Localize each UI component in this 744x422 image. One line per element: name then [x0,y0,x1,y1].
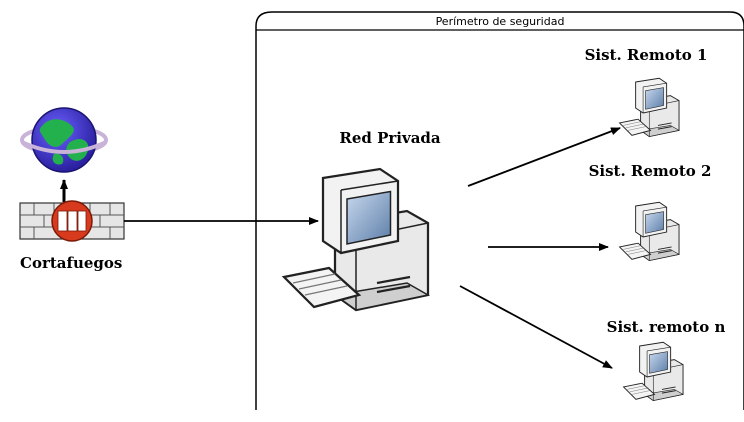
private-network-computer-icon [282,167,430,312]
remote-system-1-label: Sist. Remoto 1 [585,46,708,64]
remote-system-n-computer-icon [623,341,684,402]
remote-system-1-computer-icon [619,77,680,138]
remote-system-2-label: Sist. Remoto 2 [589,162,712,180]
remote-system-n-label: Sist. remoto n [607,318,726,336]
globe-icon [20,107,108,173]
remote-system-2-computer-icon [619,201,680,262]
perimeter-label: Perímetro de seguridad [436,15,565,28]
firewall-icon [19,200,125,242]
firewall-label: Cortafuegos [20,254,122,272]
arrow-to-remote-n [459,285,613,369]
arrow-to-remote-1 [467,127,621,187]
private-network-label: Red Privada [339,129,441,147]
security-perimeter: Perímetro de seguridad [255,11,744,410]
